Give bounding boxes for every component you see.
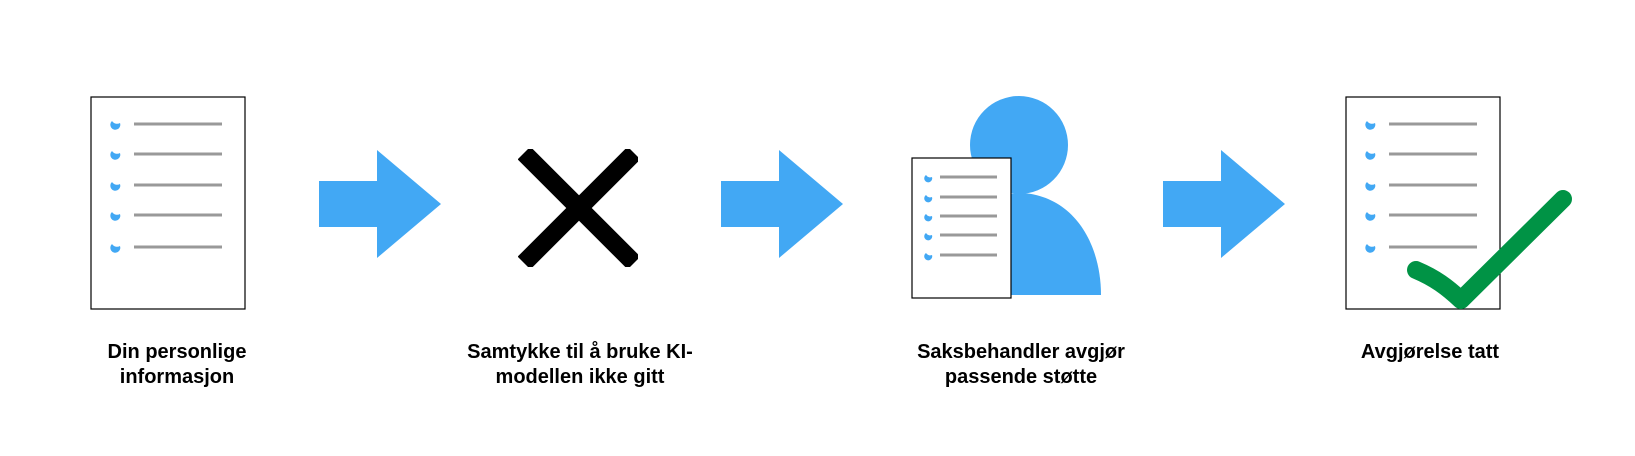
step-label-consent-not-given: Samtykke til å bruke KI- modellen ikke g… [430,340,730,390]
step-label-personal-info: Din personlige informasjon [27,340,327,390]
step-label-line: Din personlige [107,341,247,363]
arrow-right-icon [1163,150,1285,258]
step-label-line: Avgjørelse tatt [1360,341,1500,363]
step-label-line: modellen ikke gitt [495,366,665,388]
step-label-caseworker-decides: Saksbehandler avgjør passende støtte [871,340,1171,390]
arrow-right-icon [319,150,441,258]
caseworker-with-document-icon [911,96,1101,299]
step-label-line: informasjon [119,366,235,388]
document-icon [90,96,246,310]
step-label-line: Samtykke til å bruke KI- [467,341,693,363]
cross-icon [518,149,638,267]
step-label-line: passende støtte [944,366,1098,388]
arrow-right-icon [721,150,843,258]
step-label-decision-made: Avgjørelse tatt [1280,340,1580,365]
document-checkmark-icon [1345,96,1572,310]
step-label-line: Saksbehandler avgjør [917,341,1125,363]
